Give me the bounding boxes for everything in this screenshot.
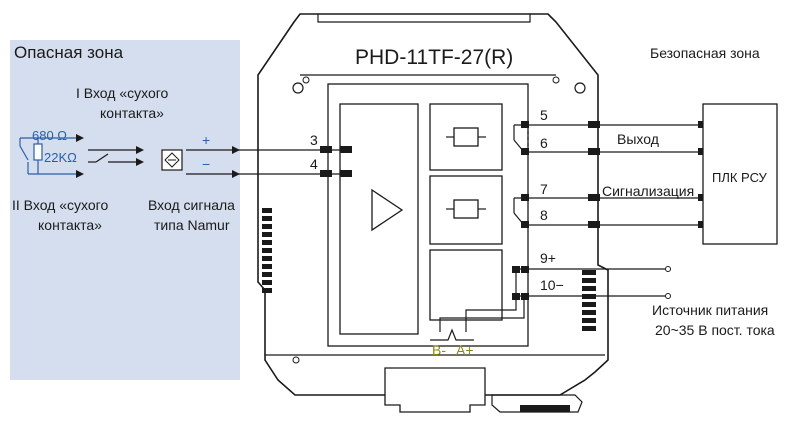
- terminal-9-label: 9+: [540, 250, 556, 266]
- terminal-4-label: 4: [310, 156, 318, 172]
- left-vent-ribs: [262, 208, 272, 293]
- resistor2-value: 22KΩ: [44, 150, 77, 165]
- terminal-3-label: 3: [310, 132, 318, 148]
- terminal-8-label: 8: [540, 207, 548, 223]
- resistor1-value: 680 Ω: [32, 128, 67, 143]
- power-block: [429, 249, 503, 321]
- resistor-network: [19, 134, 84, 178]
- dry-contact-switch-mid: [88, 146, 144, 166]
- namur-label-line1: Вход сигнала: [148, 197, 235, 213]
- output-label: Выход: [617, 131, 659, 147]
- plc-box: [702, 103, 778, 245]
- namur-sensor-icon: [161, 149, 183, 171]
- din-clip: [384, 367, 486, 413]
- alarm-label: Сигнализация: [602, 183, 694, 199]
- power-label-line1: Источник питания: [652, 302, 768, 318]
- hazard-zone-area: [10, 40, 240, 380]
- power-label-line2: 20~35 В пост. тока: [655, 322, 775, 338]
- amplifier-triangle: [371, 188, 404, 232]
- plus-sign: +: [202, 132, 210, 148]
- namur-label-line2: типа Namur: [154, 217, 230, 233]
- input1-label-line2: контакта»: [100, 105, 164, 121]
- input2-label-line1: II Вход «сухого: [12, 197, 108, 213]
- terminal-5-label: 5: [540, 107, 548, 123]
- input2-label-line2: контакта»: [38, 217, 102, 233]
- bus-a-label: A+: [456, 342, 474, 358]
- terminal-7-label: 7: [540, 181, 548, 197]
- bus-b-label: B-: [432, 342, 446, 358]
- hazard-zone-label: Опасная зона: [14, 43, 124, 62]
- plc-label: ПЛК РСУ: [712, 170, 768, 185]
- terminal-6-label: 6: [540, 135, 548, 151]
- input1-label-line1: I Вход «сухого: [76, 85, 169, 101]
- safe-zone-label: Безопасная зона: [650, 45, 760, 61]
- minus-sign: −: [202, 156, 210, 172]
- device-model-title: PHD-11TF-27(R): [355, 46, 513, 69]
- amplifier-block: [339, 103, 419, 335]
- terminal-10-label: 10−: [540, 277, 564, 293]
